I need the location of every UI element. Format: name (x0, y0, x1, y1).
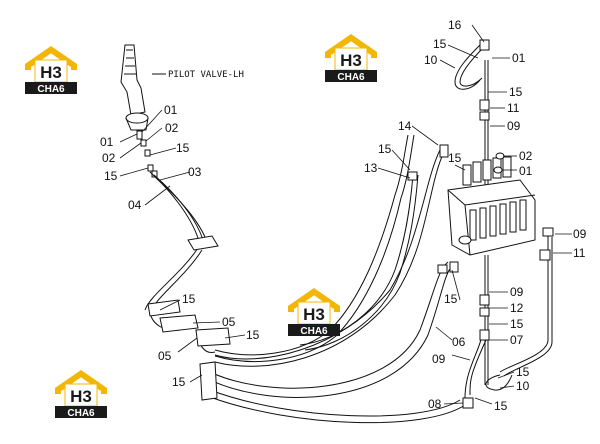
part-label: 15 (433, 37, 447, 51)
part-label: 06 (452, 335, 466, 349)
part-label: 15 (509, 85, 523, 99)
part-label: 05 (222, 315, 236, 329)
pilot-valve-lh (120, 44, 166, 131)
part-label: 02 (165, 121, 179, 135)
pilot-valve-label: PILOT VALVE-LH (168, 70, 244, 80)
part-labels: 16 15 01 10 15 11 09 14 15 15 13 02 01 0… (100, 18, 587, 413)
part-label: 15 (246, 328, 260, 342)
part-label: 03 (188, 165, 202, 179)
part-label: 15 (444, 292, 458, 306)
part-label: 15 (510, 317, 524, 331)
watermark-logo-center: H3 CHA6 (287, 287, 341, 337)
svg-text:CHA6: CHA6 (300, 326, 328, 337)
part-label: 12 (510, 301, 524, 315)
part-label: 15 (104, 169, 118, 183)
part-label: 11 (573, 246, 586, 260)
part-label: 11 (507, 101, 520, 115)
pilot-valve-fittings (136, 130, 158, 178)
svg-text:CHA6: CHA6 (67, 408, 95, 419)
part-label: 15 (448, 151, 462, 165)
watermark-logo-top-center: H3 CHA6 (324, 33, 378, 83)
part-label: 15 (494, 399, 508, 413)
part-label: 07 (510, 333, 524, 347)
part-label: 02 (102, 151, 116, 165)
watermark-logo-bottom-left: H3 CHA6 (54, 369, 108, 419)
part-label: 10 (516, 379, 530, 393)
part-label: 09 (432, 352, 446, 366)
hydraulic-hoses (144, 44, 553, 424)
part-label: 09 (510, 285, 524, 299)
svg-text:H3: H3 (303, 305, 325, 324)
part-label: 15 (176, 141, 190, 155)
part-label: 01 (512, 51, 526, 65)
leader-lines (119, 24, 572, 405)
part-label: 15 (516, 365, 530, 379)
part-label: 02 (519, 149, 533, 163)
control-valve (447, 152, 536, 256)
part-label: 01 (100, 135, 114, 149)
part-label: 16 (448, 18, 462, 32)
part-label: 15 (172, 375, 186, 389)
part-label: 10 (424, 53, 438, 67)
part-label: 14 (398, 119, 412, 133)
part-label: 09 (507, 119, 521, 133)
part-label: 04 (128, 198, 142, 212)
watermark-logo-top-left: H3 CHA6 (24, 45, 78, 95)
svg-text:H3: H3 (70, 387, 92, 406)
svg-text:H3: H3 (40, 63, 62, 82)
svg-text:CHA6: CHA6 (337, 72, 365, 83)
part-label: 15 (378, 142, 392, 156)
part-label: 01 (164, 103, 178, 117)
part-label: 01 (519, 164, 533, 178)
part-label: 13 (364, 161, 378, 175)
part-label: 08 (428, 397, 442, 411)
svg-text:H3: H3 (340, 51, 362, 70)
part-label: 09 (573, 227, 587, 241)
svg-text:CHA6: CHA6 (37, 84, 65, 95)
part-label: 15 (182, 292, 196, 306)
part-label: 05 (158, 349, 172, 363)
